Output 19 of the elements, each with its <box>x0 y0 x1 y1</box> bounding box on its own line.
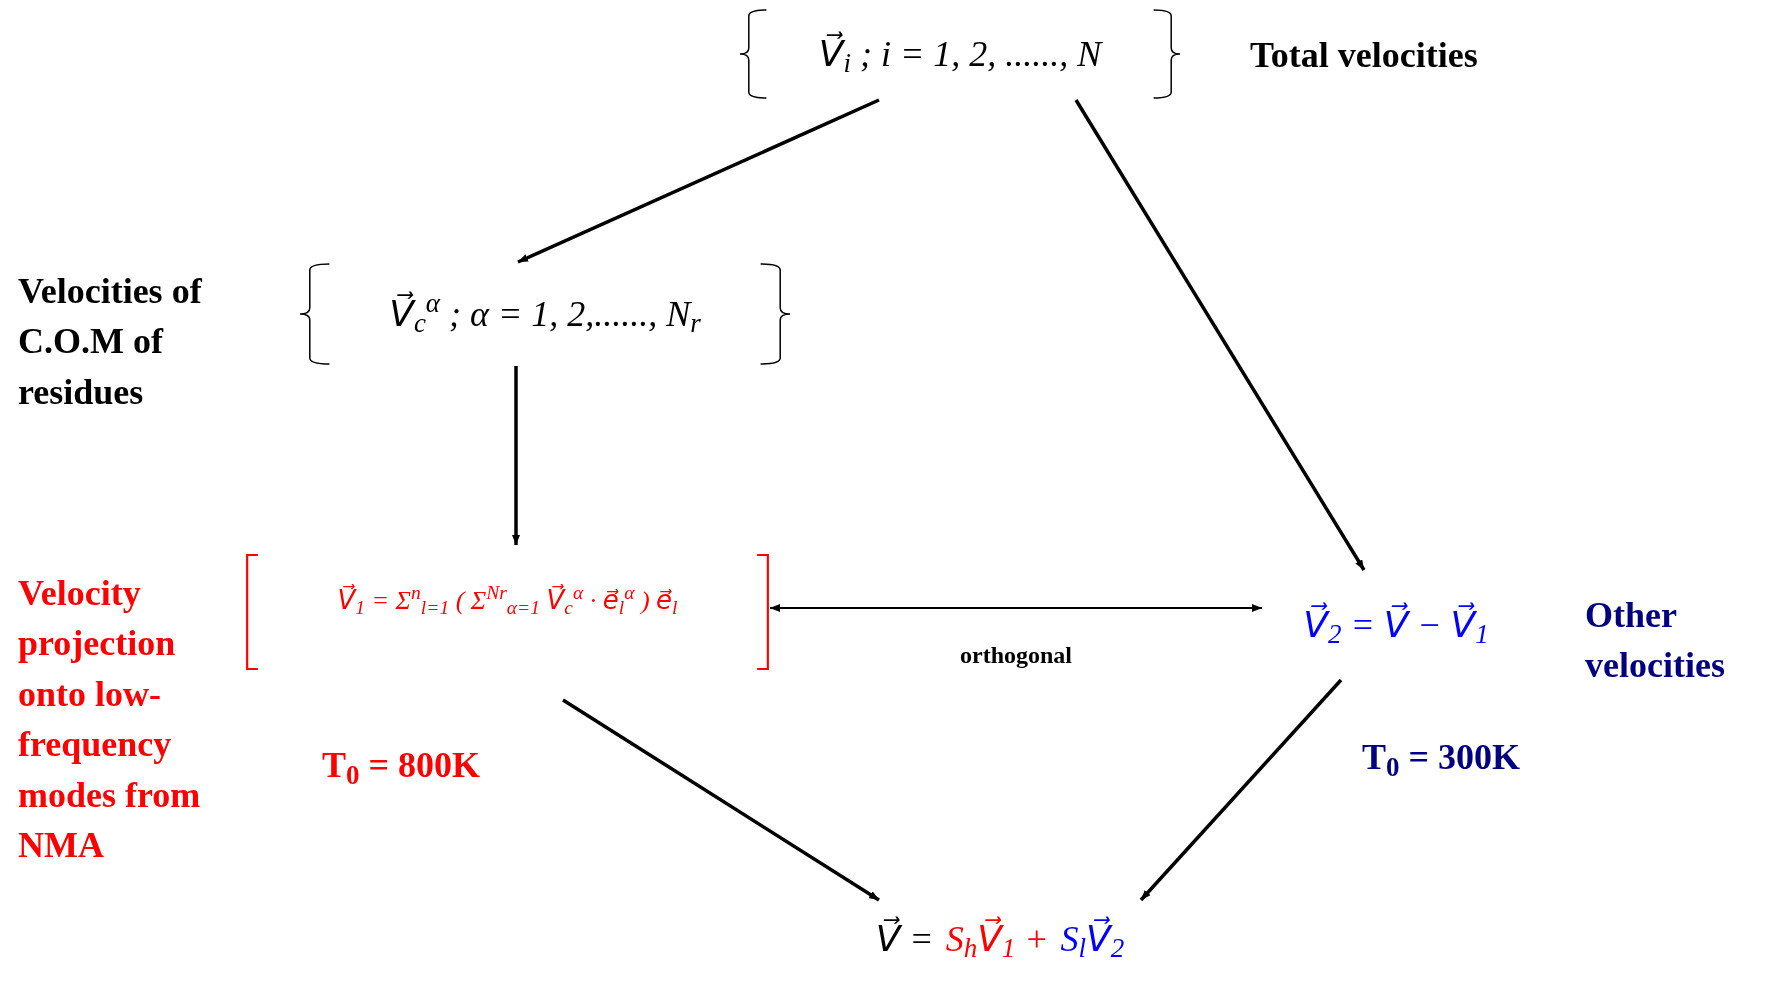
formula: V⃗ = <box>875 916 934 961</box>
formula: S$_{l}$V⃗$_{2}$ <box>1060 916 1125 962</box>
arrow <box>512 366 520 545</box>
annotation-text: Velocity projection onto low-frequency modes from NMA <box>18 572 202 867</box>
arrow <box>562 698 880 902</box>
annotation-text: T$_{0}$ = 800K <box>322 744 482 791</box>
annotation-text: Velocities of C.O.M of residues <box>18 270 203 414</box>
arrow <box>1074 99 1366 571</box>
formula: V⃗$_{i}$ ; i = 1, 2, ......, N <box>818 31 1102 77</box>
formula: V⃗$_{2}$ = V⃗ − V⃗$_{1}$ <box>1303 602 1489 648</box>
annotation-text: Total velocities <box>1250 34 1479 77</box>
formula: S$_{h}$V⃗$_{1}$ + <box>945 916 1049 962</box>
arrow <box>769 604 1263 612</box>
arrow <box>517 98 880 264</box>
arrow <box>1139 678 1343 902</box>
annotation-text: Other velocities <box>1585 594 1726 688</box>
formula: V⃗$_{c}$$^{α}$ ; α = 1, 2,......, N$_{r}$ <box>389 291 701 337</box>
annotation-text: T$_{0}$ = 300K <box>1362 736 1522 783</box>
formula: V⃗$_{1}$ = Σ$^{n}$$_{l=1}$ ( Σ$^{Nr}$$_{α=1}$ V⃗$_{c}$$^{α}$ · e⃗$_{l}$$^{α}$ ) e⃗$_{l}$ <box>337 585 678 618</box>
